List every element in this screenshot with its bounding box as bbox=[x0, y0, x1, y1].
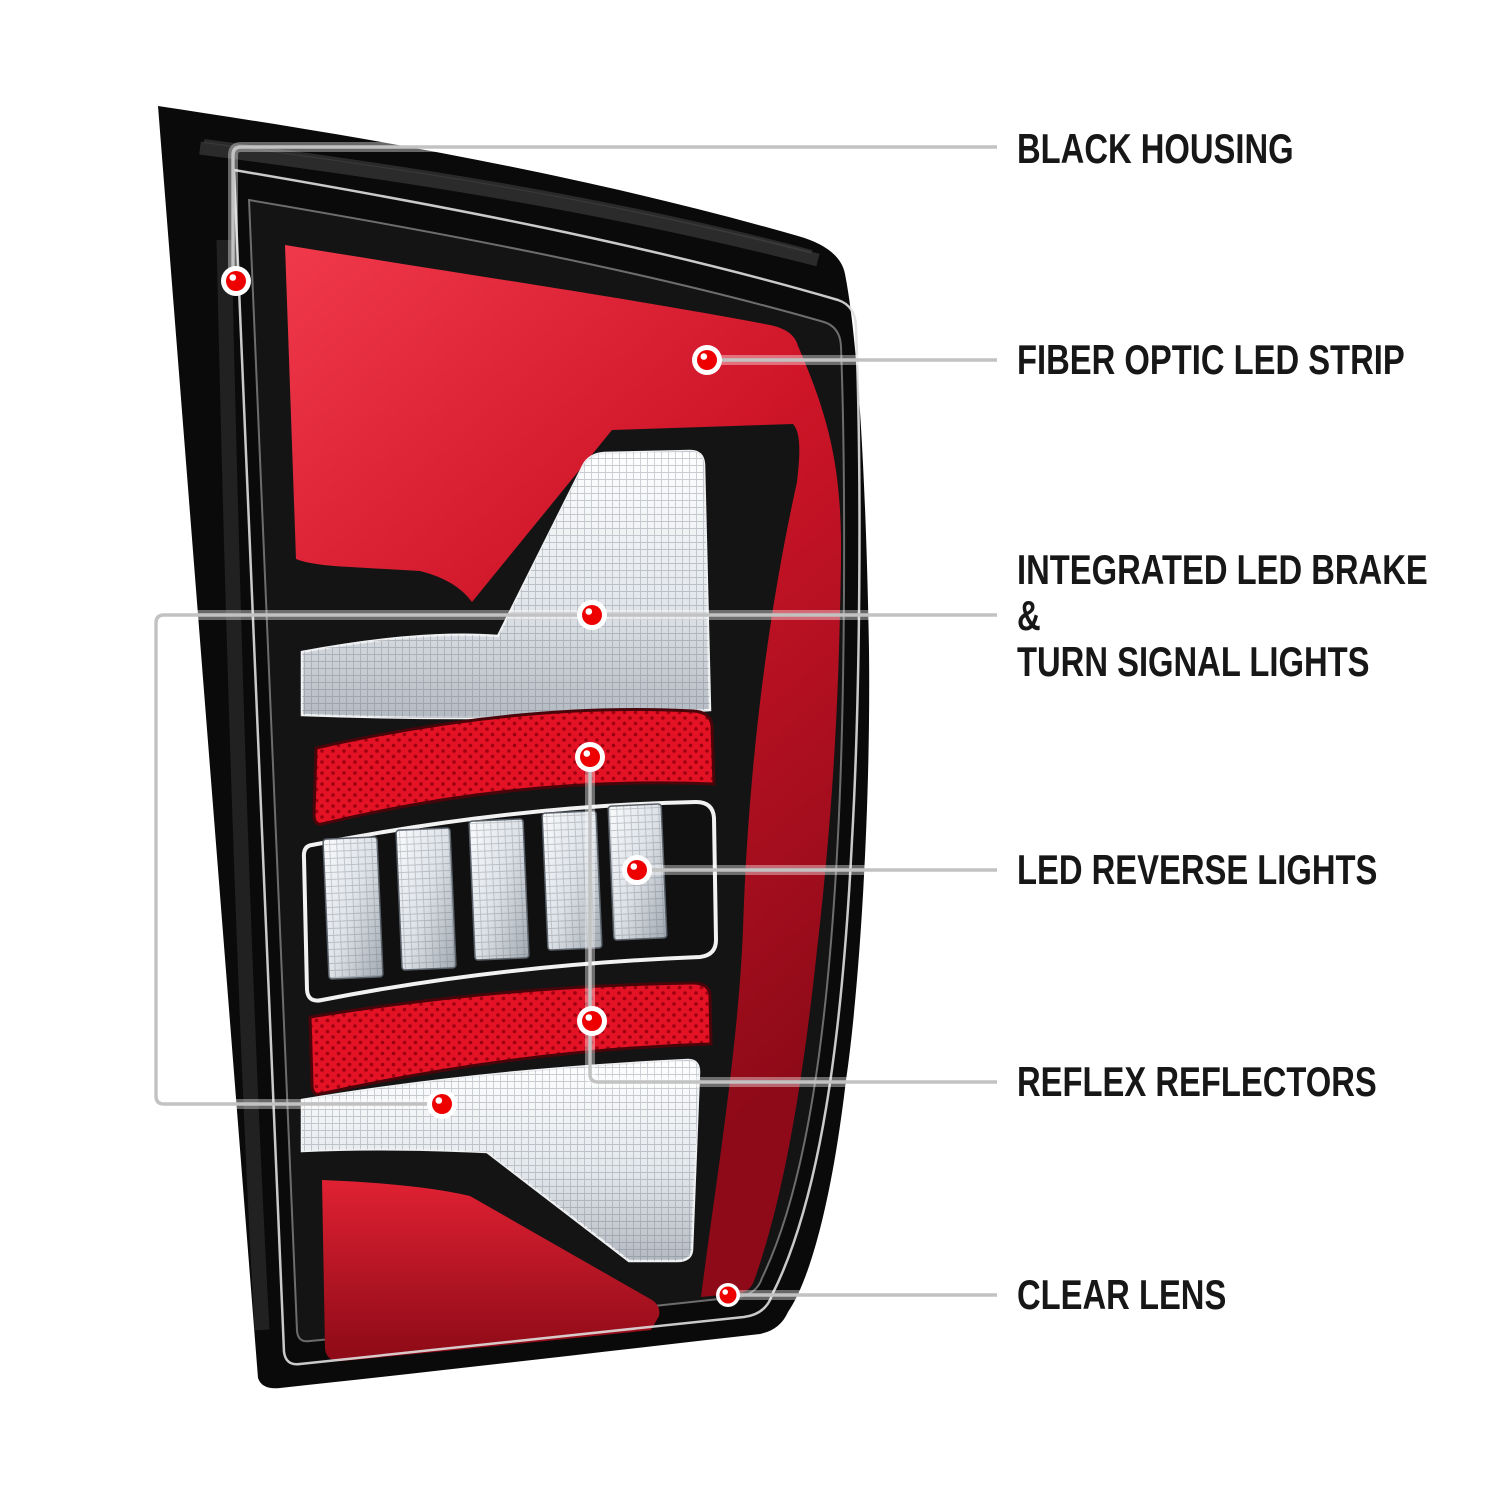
label-line-2: & bbox=[1017, 592, 1041, 639]
clear-lens-marker-icon bbox=[716, 1283, 740, 1307]
label-led-reverse-lights: LED REVERSE LIGHTS bbox=[1017, 846, 1378, 893]
reflex-reflector-lower bbox=[308, 981, 713, 1096]
turn-signal-upper-texture bbox=[302, 451, 710, 719]
label-reflex-reflectors: REFLEX REFLECTORS bbox=[1017, 1058, 1377, 1105]
clear-lens-outline bbox=[232, 168, 861, 1366]
reflex-reflector-upper bbox=[312, 708, 716, 826]
label-line-3: TURN SIGNAL LIGHTS bbox=[1017, 638, 1370, 685]
callout-line-black-housing bbox=[228, 142, 997, 281]
callout-lines bbox=[151, 142, 997, 1300]
black-housing-marker-icon bbox=[221, 266, 251, 296]
callout-markers bbox=[221, 266, 740, 1307]
red-led-panel bbox=[285, 245, 842, 1297]
reflex-upper-marker-icon bbox=[575, 742, 605, 772]
turn-signal-lower-marker-icon bbox=[427, 1089, 457, 1119]
turn-signal-upper-marker-icon bbox=[577, 600, 607, 630]
label-fiber-optic-led-strip: FIBER OPTIC LED STRIP bbox=[1017, 336, 1405, 383]
callout-line-reflex bbox=[585, 757, 997, 1087]
callout-line-turn-signal-bracket bbox=[151, 610, 997, 1109]
led-reverse-marker-icon bbox=[622, 855, 652, 885]
turn-signal-lower-texture bbox=[302, 1060, 699, 1261]
label-integrated-led-brake-turn-signal: INTEGRATED LED BRAKE & TURN SIGNAL LIGHT… bbox=[1017, 547, 1428, 685]
red-bottom-panel bbox=[322, 1180, 660, 1362]
housing-top-gloss bbox=[199, 141, 820, 267]
housing-top-gloss-thin bbox=[203, 139, 813, 254]
reflex-lower-marker-icon bbox=[577, 1006, 607, 1036]
label-black-housing: BLACK HOUSING bbox=[1017, 125, 1294, 172]
label-clear-lens: CLEAR LENS bbox=[1017, 1271, 1227, 1318]
label-line-1: INTEGRATED LED BRAKE bbox=[1017, 546, 1428, 593]
fiber-optic-marker-icon bbox=[692, 345, 722, 375]
housing-left-gloss bbox=[216, 239, 270, 1331]
lamp-artwork bbox=[158, 106, 870, 1389]
